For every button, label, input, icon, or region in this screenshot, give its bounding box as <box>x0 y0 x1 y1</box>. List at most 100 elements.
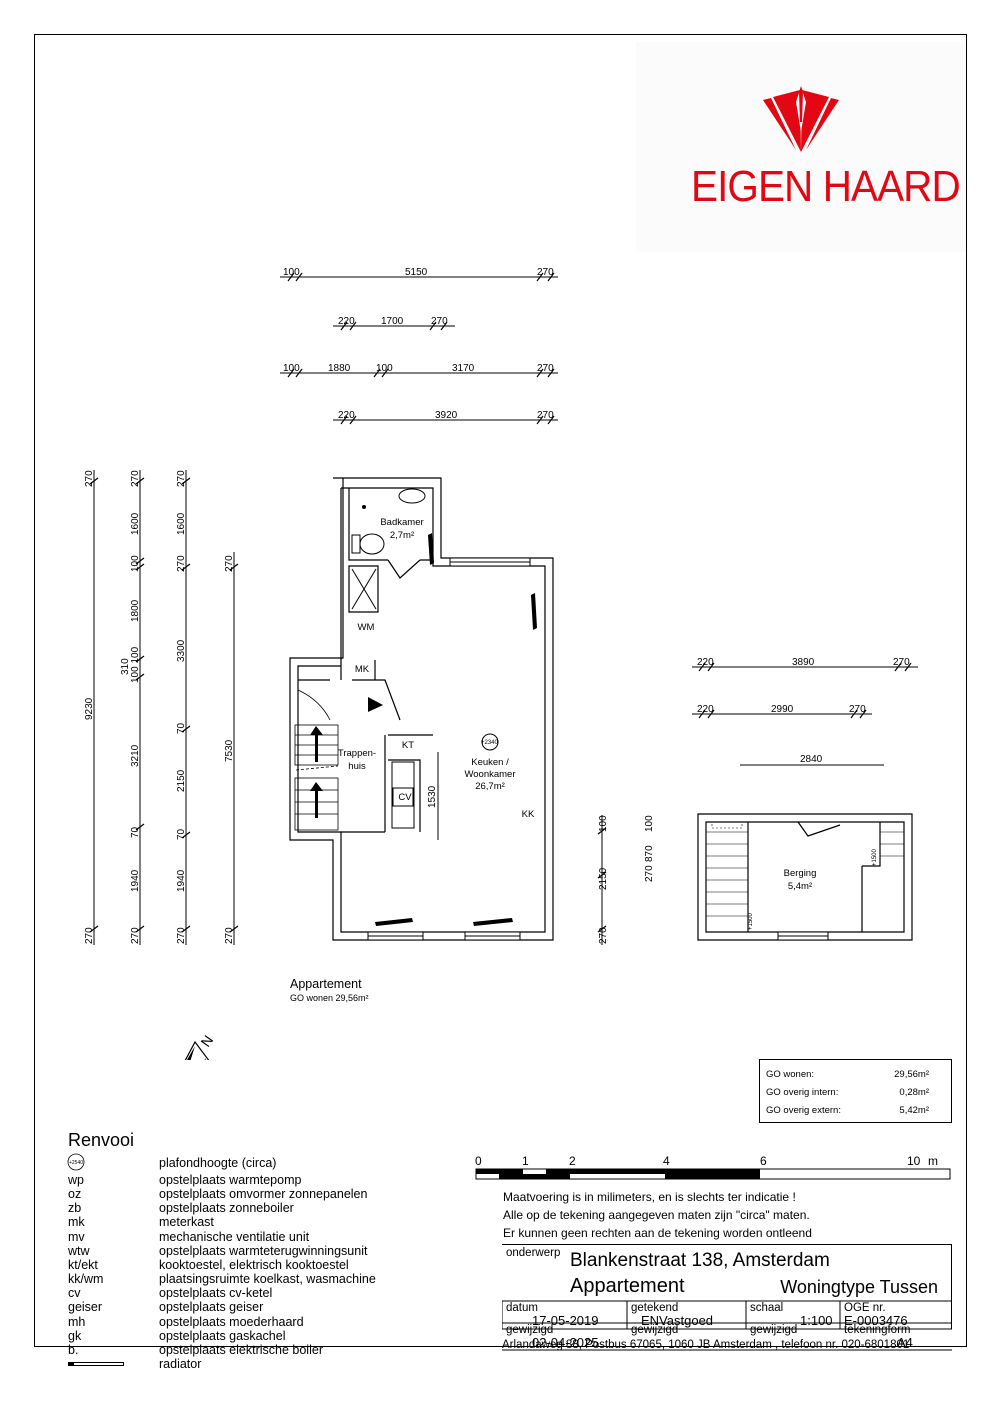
svg-text:+2540: +2540 <box>69 1160 83 1166</box>
svg-text:+1500: +1500 <box>748 912 754 930</box>
note-3: Er kunnen geen rechten aan de tekening w… <box>503 1226 812 1240</box>
svg-text:1940: 1940 <box>176 869 187 892</box>
dim-text: 1700 <box>381 316 404 327</box>
svg-text:6: 6 <box>760 1154 767 1168</box>
address: Blankenstraat 138, Amsterdam <box>570 1250 830 1271</box>
toilet-icon <box>359 533 385 555</box>
svg-text:310: 310 <box>120 658 131 675</box>
walls <box>289 477 554 941</box>
svg-text:100: 100 <box>644 815 655 832</box>
svg-text:Badkamer: Badkamer <box>380 517 423 528</box>
svg-text:3210: 3210 <box>130 744 141 767</box>
legend-title: Renvooi <box>68 1130 135 1150</box>
svg-text:KK: KK <box>522 809 535 820</box>
svg-text:+2340: +2340 <box>481 740 499 746</box>
entrance-arrow-icon <box>368 697 383 712</box>
dim-text: 270 <box>431 316 448 327</box>
svg-text:2,7m²: 2,7m² <box>390 530 414 541</box>
woningtype: Woningtype Tussen <box>780 1277 938 1297</box>
footer-address: Arlandaweg 88, Postbus 67065, 1060 JB Am… <box>502 1339 910 1351</box>
unit-type: Appartement <box>570 1275 685 1297</box>
toilet-tank-icon <box>351 534 361 554</box>
svg-text:26,7m²: 26,7m² <box>475 781 505 792</box>
svg-text:100 100: 100 100 <box>130 646 141 683</box>
svg-text:9230: 9230 <box>84 697 95 720</box>
svg-text:4: 4 <box>663 1154 670 1168</box>
dim-text: 100 <box>283 363 300 374</box>
plan-subtitle: GO wonen 29,56m² <box>290 993 369 1003</box>
svg-text:m: m <box>928 1154 938 1168</box>
radiator-icon <box>531 593 537 630</box>
svg-text:Berging: Berging <box>784 868 817 879</box>
svg-text:2150: 2150 <box>176 769 187 792</box>
radiator-icon <box>473 918 513 926</box>
brand-name: EIGEN HAARD <box>691 162 961 211</box>
brand-logo: EIGEN HAARD <box>636 42 966 252</box>
svg-text:0: 0 <box>475 1154 482 1168</box>
svg-text:3890: 3890 <box>792 657 815 668</box>
svg-text:N: N <box>197 1032 216 1049</box>
svg-text:MK: MK <box>355 664 370 675</box>
svg-text:2150: 2150 <box>598 867 609 890</box>
svg-text:Woonkamer: Woonkamer <box>464 769 515 780</box>
svg-text:1: 1 <box>522 1154 529 1168</box>
svg-text:270: 270 <box>130 470 141 487</box>
dim-text: 220 <box>338 316 355 327</box>
svg-text:2990: 2990 <box>771 704 794 715</box>
dim-text: 270 <box>537 410 554 421</box>
svg-text:2: 2 <box>569 1154 576 1168</box>
svg-text:270: 270 <box>224 927 235 944</box>
dim-text: 5150 <box>405 267 428 278</box>
svg-text:70: 70 <box>176 828 187 840</box>
logo-flame-icon <box>763 86 839 152</box>
north-arrow-icon: N N <box>184 1032 216 1060</box>
svg-text:270: 270 <box>176 927 187 944</box>
page-border <box>34 34 967 1347</box>
radiator-icon <box>375 918 413 926</box>
svg-text:5,4m²: 5,4m² <box>788 881 812 892</box>
dim-text: 270 <box>537 267 554 278</box>
svg-text:1600: 1600 <box>176 512 187 535</box>
svg-text:270: 270 <box>84 927 95 944</box>
svg-text:220: 220 <box>697 657 714 668</box>
note-2: Alle op de tekening aangegeven maten zij… <box>503 1208 810 1222</box>
svg-text:KT: KT <box>402 740 414 751</box>
dim-text: 3920 <box>435 410 458 421</box>
svg-text:1800: 1800 <box>130 599 141 622</box>
svg-text:220: 220 <box>697 704 714 715</box>
svg-text:270: 270 <box>84 470 95 487</box>
svg-text:100: 100 <box>130 555 141 572</box>
plan-title: Appartement <box>290 977 362 991</box>
svg-text:270: 270 <box>176 470 187 487</box>
svg-text:7530: 7530 <box>224 739 235 762</box>
dim-text: 3170 <box>452 363 475 374</box>
ceiling-height-icon <box>481 733 499 751</box>
svg-text:870: 870 <box>644 845 655 862</box>
svg-text:3300: 3300 <box>176 639 187 662</box>
svg-text:270: 270 <box>893 657 910 668</box>
dim-text: 1880 <box>328 363 351 374</box>
svg-text:270: 270 <box>130 927 141 944</box>
svg-text:+1500: +1500 <box>872 848 878 866</box>
svg-text:270: 270 <box>598 927 609 944</box>
sink-icon <box>398 488 426 504</box>
svg-text:Trappen-: Trappen- <box>338 748 376 759</box>
floor-plan: 100 5150 270 220 1700 270 100 1880 100 3… <box>84 267 918 1060</box>
dim-text: 270 <box>537 363 554 374</box>
scale-bar: 0 1 2 4 6 10 m <box>475 1154 951 1180</box>
svg-text:huis: huis <box>348 761 366 772</box>
radiator-legend-icon <box>68 1362 124 1366</box>
svg-text:1940: 1940 <box>130 869 141 892</box>
dim-text: 100 <box>283 267 300 278</box>
svg-text:Keuken /: Keuken / <box>471 757 509 768</box>
svg-text:70: 70 <box>176 722 187 734</box>
svg-text:270: 270 <box>644 865 655 882</box>
svg-text:WM: WM <box>358 622 375 633</box>
walls-berging <box>697 813 913 941</box>
dim-text: 100 <box>376 363 393 374</box>
svg-text:1530: 1530 <box>427 785 438 808</box>
svg-text:2840: 2840 <box>800 754 823 765</box>
radiator-icon <box>428 533 434 565</box>
svg-text:270: 270 <box>176 555 187 572</box>
note-1: Maatvoering is in milimeters, en is slec… <box>503 1190 796 1204</box>
